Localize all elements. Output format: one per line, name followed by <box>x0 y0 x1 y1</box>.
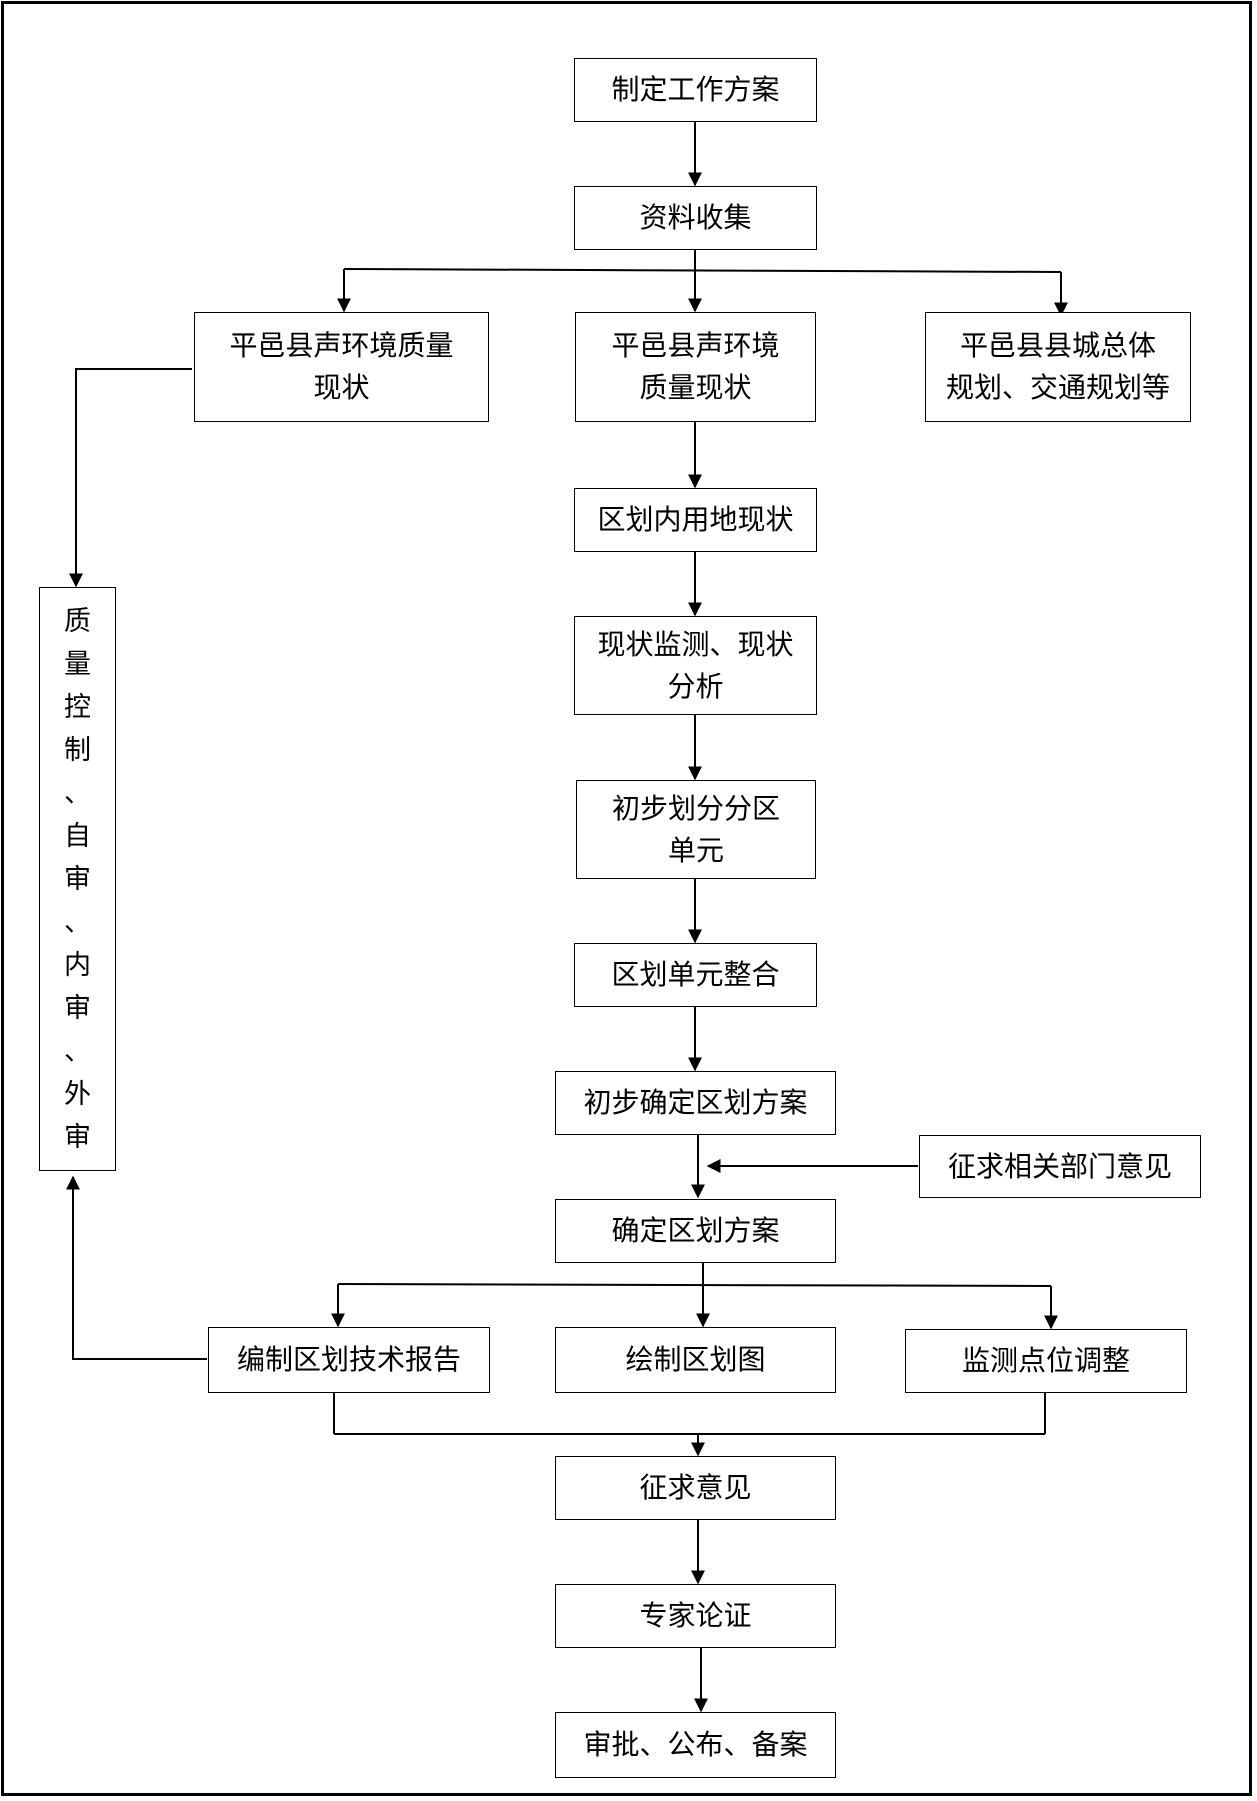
line-split-bottom <box>337 1283 1052 1287</box>
node-solicit-label: 征求意见 <box>639 1471 752 1504</box>
node-solicit-depts: 征求相关部门意见 <box>919 1135 1201 1198</box>
node-landuse: 区划内用地现状 <box>574 488 817 552</box>
node-final-scheme: 确定区划方案 <box>555 1199 836 1263</box>
node-draw-map: 绘制区划图 <box>555 1327 836 1393</box>
qc-char: 、 <box>64 1035 91 1067</box>
qc-char: 、 <box>64 906 91 938</box>
node-collect: 资料收集 <box>574 186 817 250</box>
node-integrate: 区划单元整合 <box>574 943 817 1007</box>
node-plan-label: 制定工作方案 <box>611 73 780 106</box>
node-prelim-scheme-label: 初步确定区划方案 <box>583 1086 808 1119</box>
node-plan: 制定工作方案 <box>574 58 817 122</box>
node-left-status: 平邑县声环境质量 现状 <box>194 312 489 422</box>
node-expert-label: 专家论证 <box>639 1599 752 1632</box>
node-mid-status-line-1: 平邑县声环境 <box>611 329 780 362</box>
node-monitor: 现状监测、现状 分析 <box>574 616 817 715</box>
qc-char: 审 <box>64 1121 91 1153</box>
qc-char: 控 <box>64 691 91 723</box>
qc-char: 审 <box>64 863 91 895</box>
node-mid-status: 平邑县声环境 质量现状 <box>575 312 816 422</box>
node-collect-label: 资料收集 <box>639 201 752 234</box>
node-draw-map-label: 绘制区划图 <box>625 1343 766 1376</box>
node-prelim-units-line-1: 初步划分分区 <box>611 791 780 825</box>
arrow-report-qc <box>66 1175 207 1360</box>
node-prelim-scheme: 初步确定区划方案 <box>555 1071 836 1135</box>
qc-char: 制 <box>64 734 91 766</box>
qc-char: 、 <box>64 777 91 809</box>
node-report: 编制区划技术报告 <box>208 1327 490 1393</box>
node-integrate-label: 区划单元整合 <box>611 958 780 991</box>
node-prelim-units-line-2: 单元 <box>667 833 724 867</box>
node-quality-control: 质 量 控 制 、 自 审 、 内 审 、 外 审 <box>39 587 116 1171</box>
node-report-label: 编制区划技术报告 <box>236 1343 461 1376</box>
qc-char: 内 <box>64 949 91 981</box>
node-approve: 审批、公布、备案 <box>555 1712 836 1778</box>
node-right-plan-line-1: 平邑县县城总体 <box>959 329 1156 362</box>
node-left-status-line-2: 现状 <box>313 371 370 404</box>
line-split-top <box>343 268 1062 273</box>
node-monitor-line-1: 现状监测、现状 <box>597 627 794 661</box>
node-adjust-points-label: 监测点位调整 <box>961 1344 1130 1377</box>
node-final-scheme-label: 确定区划方案 <box>611 1214 780 1247</box>
node-right-plan: 平邑县县城总体 规划、交通规划等 <box>925 312 1191 422</box>
node-right-plan-line-2: 规划、交通规划等 <box>945 371 1170 404</box>
node-expert: 专家论证 <box>555 1584 836 1648</box>
node-prelim-units: 初步划分分区 单元 <box>576 780 816 879</box>
qc-char: 质 <box>64 605 91 637</box>
node-monitor-line-2: 分析 <box>667 669 724 703</box>
qc-char: 自 <box>64 820 91 852</box>
node-landuse-label: 区划内用地现状 <box>597 503 794 536</box>
node-approve-label: 审批、公布、备案 <box>583 1728 808 1761</box>
node-mid-status-line-2: 质量现状 <box>639 371 752 404</box>
arrow-left-status-qc <box>69 368 192 588</box>
qc-char: 量 <box>64 648 91 680</box>
node-solicit-depts-label: 征求相关部门意见 <box>947 1149 1172 1183</box>
node-left-status-line-1: 平邑县声环境质量 <box>229 329 454 362</box>
qc-char: 外 <box>64 1078 91 1110</box>
node-solicit: 征求意见 <box>555 1456 836 1520</box>
qc-char: 审 <box>64 992 91 1024</box>
node-adjust-points: 监测点位调整 <box>905 1329 1187 1393</box>
